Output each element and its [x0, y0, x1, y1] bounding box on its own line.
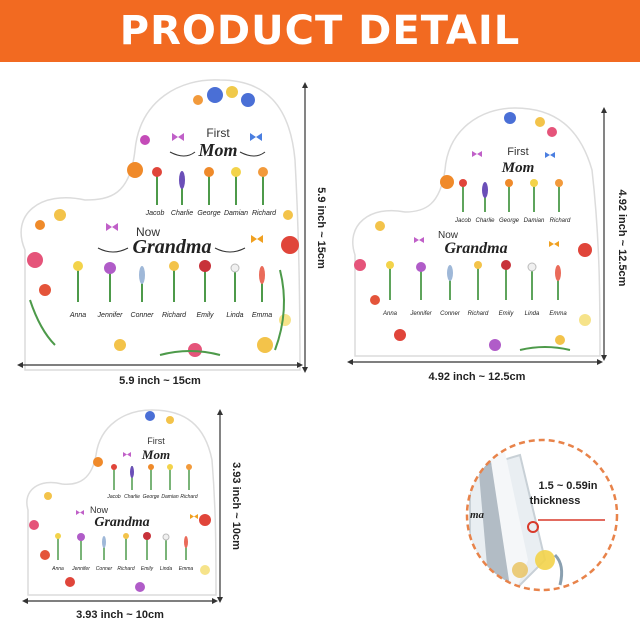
now-label: Now	[136, 225, 160, 239]
small-heart-outline	[26, 409, 217, 596]
small-height-label: 3.93 inch ~ 10cm	[230, 462, 242, 550]
grandchild-name: Richard	[117, 566, 134, 572]
child-name: Damian	[224, 210, 248, 217]
thickness-label: thickness	[530, 495, 581, 507]
children-flowers	[152, 167, 268, 205]
first-label: First	[507, 146, 528, 158]
now-label: Now	[90, 505, 109, 515]
butterfly-icon	[549, 241, 559, 247]
grandchild-name: Emily	[141, 566, 154, 572]
large-heart-outline	[20, 79, 301, 371]
grandchild-name: Richard	[468, 311, 489, 317]
grandma-label: Grandma	[94, 515, 149, 530]
grandchild-name: Emily	[196, 312, 214, 319]
grandchildren-flowers	[55, 532, 188, 560]
medium-plaque: First Mom Now Grandma Jacob Charlie Geor…	[352, 107, 601, 357]
page-title: PRODUCT DETAIL	[119, 8, 521, 54]
grandchild-name: Anna	[69, 312, 86, 319]
mom-label: Mom	[501, 160, 535, 176]
child-name: Damian	[161, 494, 178, 500]
zoom-circle-border	[465, 438, 619, 592]
child-name: Jacob	[454, 218, 472, 224]
grandchild-name: Linda	[226, 312, 243, 319]
child-name: Richard	[180, 494, 197, 500]
butterfly-icon	[414, 237, 424, 243]
grandma-label: Grandma	[444, 240, 507, 257]
grandchild-name: Linda	[160, 566, 172, 572]
small-plaque: First Mom Now Grandma Jacob Charlie Geor…	[26, 409, 217, 596]
grandma-label: Grandma	[133, 236, 212, 258]
first-label: First	[147, 436, 165, 446]
grandchild-name: Richard	[162, 312, 187, 319]
grandchildren-flowers	[73, 260, 265, 302]
first-label: First	[206, 126, 230, 140]
butterfly-icon	[106, 223, 118, 231]
grandchildren-flowers	[386, 260, 561, 300]
child-name: George	[143, 494, 160, 500]
child-name: Damian	[524, 218, 545, 224]
grandchild-name: Jennifer	[71, 566, 90, 572]
grandchild-name: Conner	[440, 311, 461, 317]
thickness-zoom: ma 1.5 ~ 0.59in thickness	[465, 438, 619, 592]
butterfly-icon	[545, 152, 555, 158]
butterfly-icon	[250, 133, 262, 141]
zoom-detail: ma	[469, 452, 564, 590]
thickness-value: 1.5 ~ 0.59in	[538, 480, 597, 492]
grandchild-name: Anna	[51, 566, 64, 572]
grandchild-name: Emma	[549, 311, 567, 317]
grandchild-name: Conner	[131, 312, 155, 319]
medium-height-label: 4.92 inch ~ 12.5cm	[616, 190, 628, 287]
children-flowers	[459, 179, 563, 212]
butterfly-icon	[172, 133, 184, 141]
child-name: Jacob	[106, 494, 121, 500]
butterfly-icon	[190, 514, 198, 519]
child-name: Charlie	[171, 210, 193, 217]
mom-label: Mom	[141, 447, 170, 462]
butterfly-icon	[251, 235, 263, 243]
grandchild-name: Emily	[499, 311, 515, 317]
zoom-engraving-text: ma	[470, 509, 485, 521]
medium-floral-border	[354, 112, 592, 351]
medium-dimensions: 4.92 inch ~ 12.5cm 4.92 inch ~ 12.5cm	[347, 107, 628, 383]
grandchild-name: Jennifer	[97, 312, 124, 319]
child-name: Richard	[550, 218, 571, 224]
large-height-label: 5.9 inch ~ 15cm	[315, 187, 327, 269]
grandchild-name: Emma	[179, 566, 194, 572]
child-name: George	[499, 218, 520, 224]
now-label: Now	[438, 230, 459, 241]
title-flourish	[97, 247, 246, 253]
grandchild-name: Anna	[382, 311, 398, 317]
small-floral-border	[29, 411, 211, 592]
grandchild-name: Conner	[96, 566, 113, 572]
child-name: Charlie	[124, 494, 140, 500]
medium-heart-outline	[352, 107, 601, 357]
title-flourish	[169, 151, 266, 157]
grandchild-name: Linda	[525, 311, 540, 317]
large-floral-border	[27, 86, 299, 357]
child-name: Richard	[252, 210, 277, 217]
large-plaque: First Mom Now Grandma Jacob Charlie Geor…	[20, 79, 301, 371]
children-flowers	[111, 464, 192, 490]
butterfly-icon	[123, 452, 131, 457]
small-dimensions: 3.93 inch ~ 10cm 3.93 inch ~ 10cm	[22, 409, 242, 621]
butterfly-icon	[76, 510, 84, 515]
thickness-marker	[527, 521, 539, 533]
medium-width-label: 4.92 inch ~ 12.5cm	[429, 371, 526, 383]
child-name: Charlie	[475, 218, 495, 224]
grandchild-name: Jennifer	[409, 311, 432, 317]
child-name: George	[197, 210, 220, 217]
large-width-label: 5.9 inch ~ 15cm	[119, 375, 201, 387]
mom-label: Mom	[197, 140, 237, 160]
butterfly-icon	[472, 151, 482, 157]
child-name: Jacob	[145, 210, 165, 217]
large-dimensions: 5.9 inch ~ 15cm 5.9 inch ~ 15cm	[17, 82, 327, 387]
header-banner: PRODUCT DETAIL	[0, 0, 640, 62]
grandchild-name: Emma	[252, 312, 272, 319]
small-width-label: 3.93 inch ~ 10cm	[76, 609, 164, 621]
